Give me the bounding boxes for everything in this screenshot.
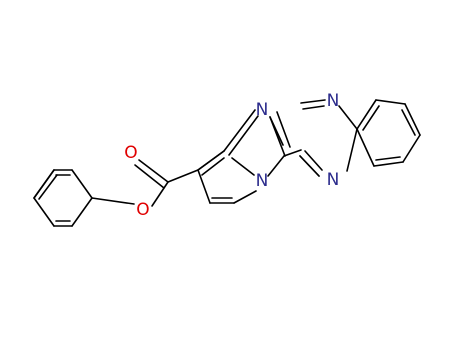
single-bond xyxy=(71,197,93,227)
single-bond xyxy=(267,155,285,177)
double-bond-line xyxy=(33,169,55,199)
double-bond-line xyxy=(362,105,380,131)
single-bond xyxy=(233,190,257,204)
double-bond-line xyxy=(299,155,320,177)
single-bond xyxy=(346,128,358,172)
double-bond-line xyxy=(404,103,421,136)
single-bond xyxy=(338,105,358,130)
atom-n-pyrazine-bottom: N xyxy=(327,170,340,190)
double-bond-line xyxy=(276,111,291,148)
double-bond-line xyxy=(401,109,416,136)
atom-o-carbonyl: O xyxy=(124,143,137,163)
double-bond-line xyxy=(228,115,259,156)
double-bond-line xyxy=(38,174,58,200)
double-bond-line xyxy=(373,161,404,167)
atom-n-pyrazine-top: N xyxy=(327,91,340,111)
single-bond xyxy=(402,134,421,163)
atom-label-layer: N N N N O O xyxy=(124,91,339,220)
double-bond-line xyxy=(304,150,323,171)
single-bond xyxy=(151,181,169,207)
double-bond-line xyxy=(300,99,326,104)
single-bond xyxy=(197,169,211,204)
atom-n-imidazole-top: N xyxy=(256,100,269,120)
single-bond xyxy=(71,169,93,199)
double-bond-line xyxy=(223,109,256,152)
double-bond-line xyxy=(138,159,169,183)
double-bond-line xyxy=(356,99,377,130)
atom-n-bridgehead: N xyxy=(256,171,269,191)
single-bond xyxy=(167,169,199,183)
double-bond-line xyxy=(134,164,165,189)
single-bond xyxy=(356,128,375,167)
single-bond xyxy=(231,157,255,176)
double-bond-line xyxy=(375,156,401,161)
double-bond-line xyxy=(201,157,225,176)
double-bond-line xyxy=(302,105,325,110)
single-bond xyxy=(375,99,406,105)
bond-layer xyxy=(33,99,421,227)
single-bond xyxy=(91,197,135,205)
single-bond xyxy=(33,197,55,227)
double-bond-line xyxy=(269,116,286,157)
atom-o-ester: O xyxy=(136,200,149,220)
double-bond-line xyxy=(197,150,225,171)
single-bond xyxy=(283,149,302,157)
